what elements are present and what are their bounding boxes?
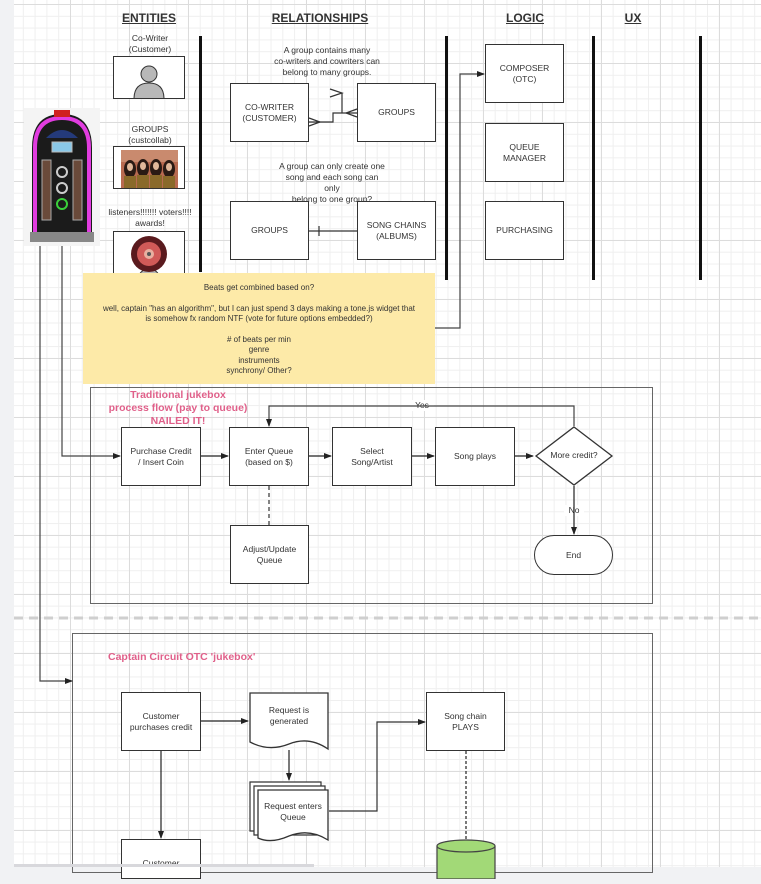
entity-cowriter-card[interactable] [113,56,185,99]
flow-terminal-end[interactable]: End [534,535,613,575]
column-divider [699,36,702,280]
yes-label: Yes [410,400,434,411]
relationship-note-many-to-many: A group contains many co-writers and cow… [274,45,380,77]
otc-box-customer-purchases[interactable]: Customer purchases credit [121,692,201,751]
flow-box-select-song[interactable]: Select Song/Artist [332,427,412,486]
doc-label: Request is generated [268,705,310,726]
flow-box-enter-queue[interactable]: Enter Queue (based on $) [229,427,309,486]
database-cylinder[interactable] [436,839,496,880]
note-list-item: genre [248,345,270,354]
decision-label: More credit? [550,450,598,460]
database-icon [436,839,496,880]
flow-decision-more-credit[interactable]: More credit? [534,426,614,486]
logic-box-queue-manager[interactable]: QUEUE MANAGER [485,123,564,182]
horizontal-scrollbar[interactable] [14,864,314,867]
otc-multidoc-request-enters[interactable]: Request enters Queue [249,781,329,845]
flow-box-purchase-credit[interactable]: Purchase Credit / Insert Coin [121,427,201,486]
otc-doc-request-generated[interactable]: Request is generated [249,692,329,752]
er-box-song-chains[interactable]: SONG CHAINS (ALBUMS) [357,201,436,260]
entity-listeners-label: listeners!!!!!!! voters!!!! awards! [108,207,192,228]
logic-box-composer[interactable]: COMPOSER (OTC) [485,44,564,103]
note-list-item: synchrony/ Other? [226,366,292,375]
header-relationships: RELATIONSHIPS [271,11,369,25]
entity-groups-card[interactable] [113,146,185,189]
multidoc-label: Request enters Queue [264,801,322,822]
entity-cowriter-label: Co-Writer (Customer) [128,33,172,54]
flow-box-song-plays[interactable]: Song plays [435,427,515,486]
logic-box-purchasing[interactable]: PURCHASING [485,201,564,260]
multi-document-shape [249,781,329,842]
column-divider [592,36,595,280]
jukebox-image[interactable] [24,108,100,246]
otc-flow-container[interactable] [72,633,653,873]
header-entities: ENTITIES [121,11,176,25]
column-divider [199,36,202,272]
note-list-item: # of beats per min [226,334,292,344]
traditional-flow-container[interactable] [90,387,653,604]
er-box-cowriter[interactable]: CO-WRITER (CUSTOMER) [230,83,309,142]
header-ux: UX [624,11,642,25]
sticky-note[interactable]: Beats get combined based on? well, capta… [83,273,435,384]
document-shape [249,692,329,751]
decision-diamond-shape [534,426,614,486]
note-list-item: instruments [238,355,280,365]
er-box-groups[interactable]: GROUPS [357,83,436,142]
user-silhouette-icon [133,65,165,98]
traditional-flow-title: Traditional jukebox process flow (pay to… [108,389,248,427]
jukebox-icon [30,110,94,242]
otc-flow-title: Captain Circuit OTC 'jukebox' [108,651,256,663]
er-box-groups-2[interactable]: GROUPS [230,201,309,260]
relationship-note-one-to-one: A group can only create one song and eac… [279,161,385,204]
no-label: No [564,505,584,516]
column-divider [445,36,448,280]
entity-groups-label: GROUPS (custcollab) [128,124,172,145]
record-disc-photo [131,236,167,273]
band-photo [121,150,178,188]
flow-box-adjust-queue[interactable]: Adjust/Update Queue [230,525,309,584]
otc-box-customer[interactable]: Customer [121,839,201,879]
entity-listeners-card[interactable] [113,231,185,274]
otc-box-song-chain-plays[interactable]: Song chain PLAYS [426,692,505,751]
note-body: well, captain "has an algorithm", but I … [102,303,416,324]
note-question: Beats get combined based on? [203,283,315,292]
header-logic: LOGIC [506,11,544,25]
